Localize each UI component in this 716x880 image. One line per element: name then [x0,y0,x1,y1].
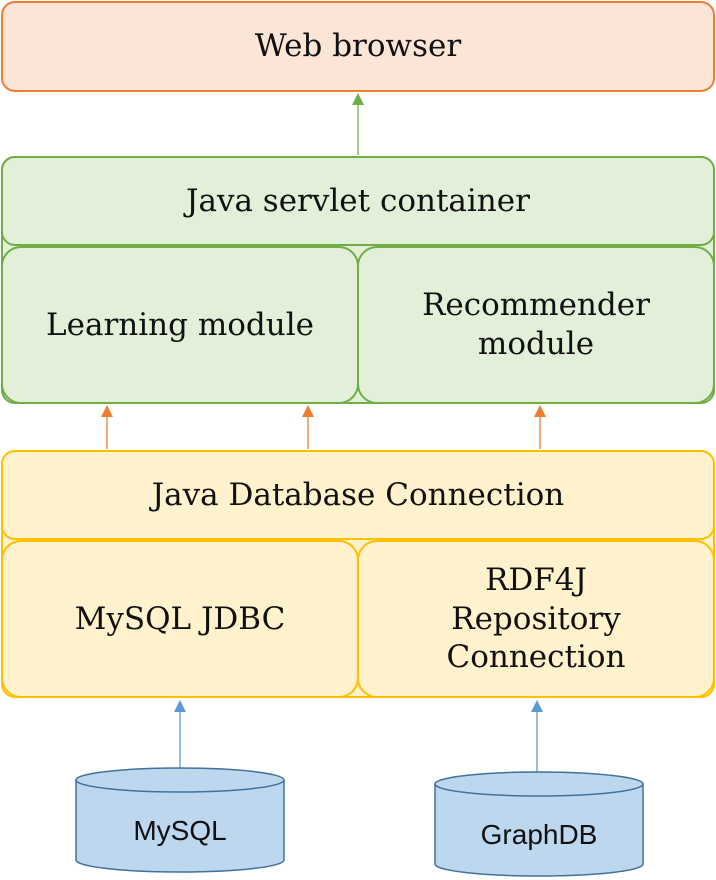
rdf4j-connection-node: RDF4J Repository Connection [357,540,715,698]
edge-jdbc-to-recommender [534,405,546,449]
recommender-module-node: Recommender module [357,246,715,404]
graphdb-database-label: GraphDB [480,819,598,850]
edge-servlet-to-browser [352,93,364,155]
mysql-database-icon [75,767,285,873]
mysql-database-label: MySQL [133,815,227,846]
servlet-container-node: Java servlet container [1,156,715,246]
mysql-jdbc-node: MySQL JDBC [1,540,359,698]
learning-module-node: Learning module [1,246,359,404]
edge-jdbc-to-learning-1 [101,405,113,449]
java-db-connection-node: Java Database Connection [1,450,715,540]
edge-graphdb-to-rdf4j [531,700,543,772]
graphdb-database-icon [434,771,644,877]
edge-jdbc-to-learning-2 [302,405,314,449]
edge-mysql-to-jdbc [174,700,186,768]
web-browser-node: Web browser [1,1,715,92]
